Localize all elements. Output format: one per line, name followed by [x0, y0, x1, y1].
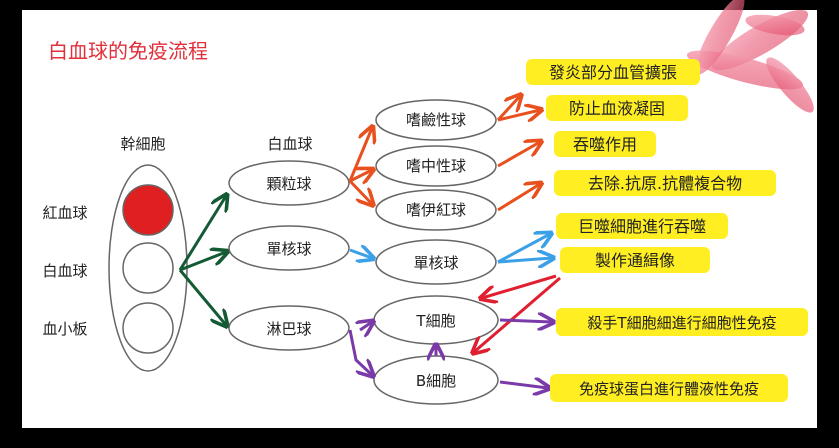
- lymphocyte-node: [228, 305, 350, 351]
- lymphocyte-label: 淋巴球: [266, 320, 311, 338]
- func-text-5: 巨噬細胞進行吞噬: [578, 217, 706, 236]
- eosinophil-label: 嗜伊紅球: [406, 201, 466, 219]
- func-box-3: [554, 131, 656, 157]
- orange-arrows-functions: [496, 96, 540, 212]
- header-wbc: 白血球: [267, 135, 312, 153]
- platelet-circle: [122, 302, 174, 354]
- function-boxes: 發炎部分血管擴張 防止血液凝固 吞噬作用 去除.抗原.抗體複合物 巨噬細胞進行吞…: [526, 59, 808, 402]
- monocyte-label: 單核球: [413, 254, 458, 272]
- flower-decoration: [686, 0, 814, 113]
- func-text-6: 製作通緝像: [595, 251, 675, 270]
- eosinophil-node: [375, 189, 497, 231]
- green-arrows: [178, 196, 226, 325]
- diagram-title: 白血球的免疫流程: [48, 39, 208, 63]
- label-rbc: 紅血球: [42, 204, 87, 222]
- monocyte-type-label: 單核球: [266, 240, 311, 258]
- func-text-4: 去除.抗原.抗體複合物: [588, 174, 742, 193]
- func-text-3: 吞噬作用: [573, 135, 637, 154]
- func-box-1: [526, 59, 700, 85]
- header-stem-cell: 幹細胞: [120, 135, 165, 153]
- wbc-circle: [122, 242, 174, 294]
- func-text-8: 免疫球蛋白進行體液性免疫: [579, 380, 759, 398]
- label-platelet: 血小板: [42, 320, 87, 338]
- func-box-7: [556, 308, 808, 336]
- func-box-8: [550, 374, 788, 402]
- func-text-7: 殺手T細胞細進行細胞性免疫: [587, 314, 776, 332]
- neutrophil-label: 嗜中性球: [406, 157, 466, 175]
- func-text-1: 發炎部分血管擴張: [549, 63, 677, 82]
- basophil-label: 嗜鹼性球: [406, 111, 466, 129]
- granulocyte-node: [228, 160, 350, 206]
- blue-arrows-functions: [497, 234, 552, 262]
- blue-arrow-monocyte: [349, 250, 372, 258]
- red-arrows: [474, 274, 561, 352]
- b-cell-label: B細胞: [416, 372, 456, 390]
- func-box-6: [560, 247, 710, 273]
- neutrophil-node: [375, 145, 497, 187]
- orange-arrows-granulocyte: [348, 128, 372, 204]
- rbc-circle: [122, 184, 174, 236]
- purple-arrows-functions: [499, 320, 552, 388]
- func-box-4: [554, 170, 776, 196]
- granulocyte-label: 顆粒球: [266, 175, 311, 193]
- func-text-2: 防止血液凝固: [569, 99, 665, 118]
- t-cell-label: T細胞: [415, 312, 455, 330]
- func-box-2: [546, 95, 688, 121]
- purple-arrows-lymphocyte: [348, 322, 372, 375]
- label-wbc: 白血球: [42, 262, 87, 280]
- basophil-node: [375, 99, 497, 141]
- func-box-5: [556, 213, 728, 239]
- monocyte-type-node: [228, 225, 350, 271]
